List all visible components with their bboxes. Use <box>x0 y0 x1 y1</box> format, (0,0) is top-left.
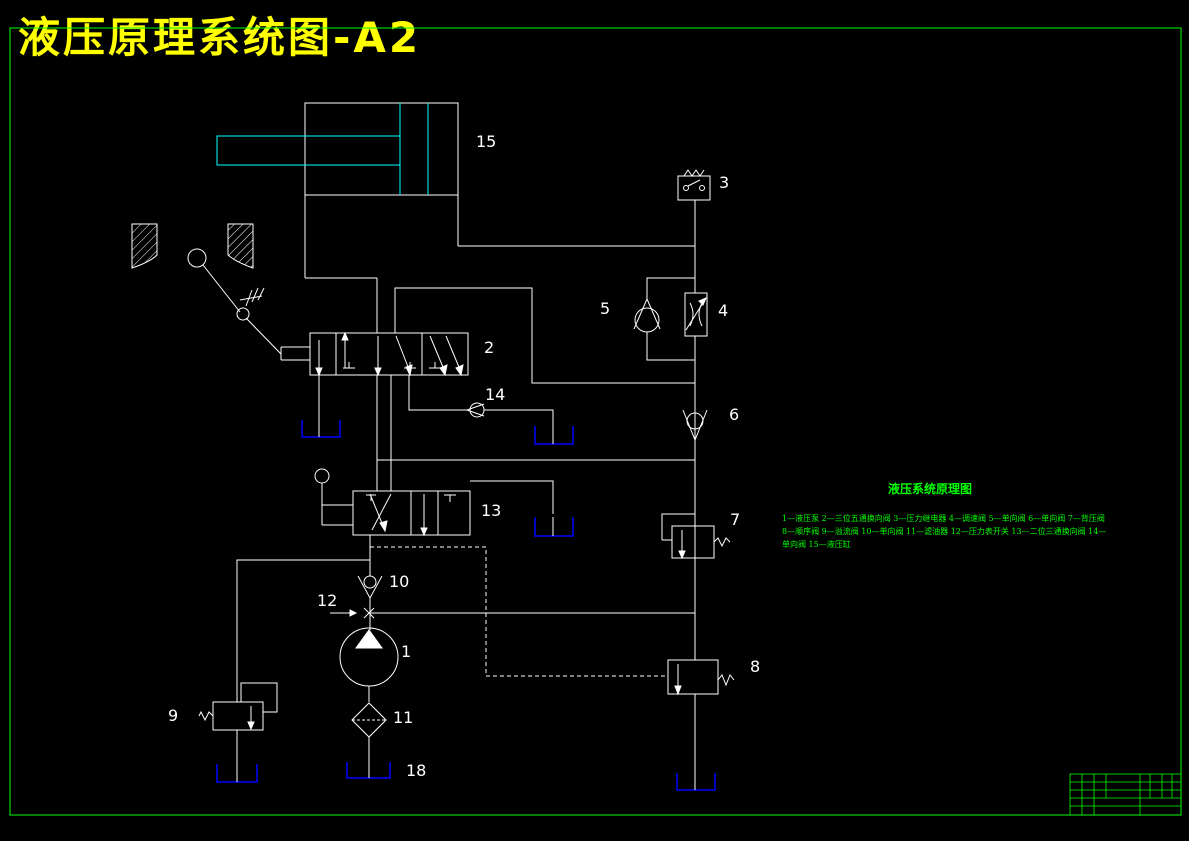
hydraulic-pump <box>339 627 399 702</box>
label-14: 14 <box>485 385 505 404</box>
tank-6 <box>676 773 716 791</box>
label-7: 7 <box>730 510 740 529</box>
directional-valve-2pos <box>314 460 554 576</box>
label-15: 15 <box>476 132 496 151</box>
drawing-frame <box>9 27 1182 816</box>
label-18: 18 <box>406 761 426 780</box>
relief-line <box>236 559 370 702</box>
label-6: 6 <box>729 405 739 424</box>
check-valve-bypass <box>633 277 695 361</box>
pressure-gauge-switch <box>330 598 695 630</box>
label-5: 5 <box>600 299 610 318</box>
sequence-valve <box>667 659 735 696</box>
pilot-line <box>370 546 668 677</box>
relief-valve <box>198 682 278 778</box>
legend-body: 1—液压泵 2—三位五通换向阀 3—压力继电器 4—调速阀 5—单向阀 6—单向… <box>782 514 1107 549</box>
check-valve-6 <box>682 409 708 442</box>
directional-valve-3pos <box>280 277 695 461</box>
label-9: 9 <box>168 706 178 725</box>
tank-symbols <box>216 420 716 791</box>
label-13: 13 <box>481 501 501 520</box>
label-4: 4 <box>718 301 728 320</box>
legend-title: 液压系统原理图 <box>887 482 972 496</box>
drawing-title: 液压原理系统图-A2 <box>18 13 422 62</box>
title-block <box>1069 773 1182 816</box>
hydraulic-cylinder <box>216 102 695 278</box>
label-12: 12 <box>317 591 337 610</box>
label-2: 2 <box>484 338 494 357</box>
cam-lever-mechanism <box>131 223 282 355</box>
check-valve-14 <box>466 402 554 440</box>
speed-control-valve <box>684 292 708 337</box>
pressure-switch <box>677 169 711 246</box>
label-3: 3 <box>719 173 729 192</box>
label-8: 8 <box>750 657 760 676</box>
tank-1 <box>301 420 341 438</box>
label-10: 10 <box>389 572 409 591</box>
tank-2 <box>534 426 574 445</box>
label-1: 1 <box>401 642 411 661</box>
back-pressure-valve <box>661 513 731 560</box>
label-11: 11 <box>393 708 413 727</box>
check-valve-10 <box>357 575 383 600</box>
tank-3 <box>534 517 574 537</box>
